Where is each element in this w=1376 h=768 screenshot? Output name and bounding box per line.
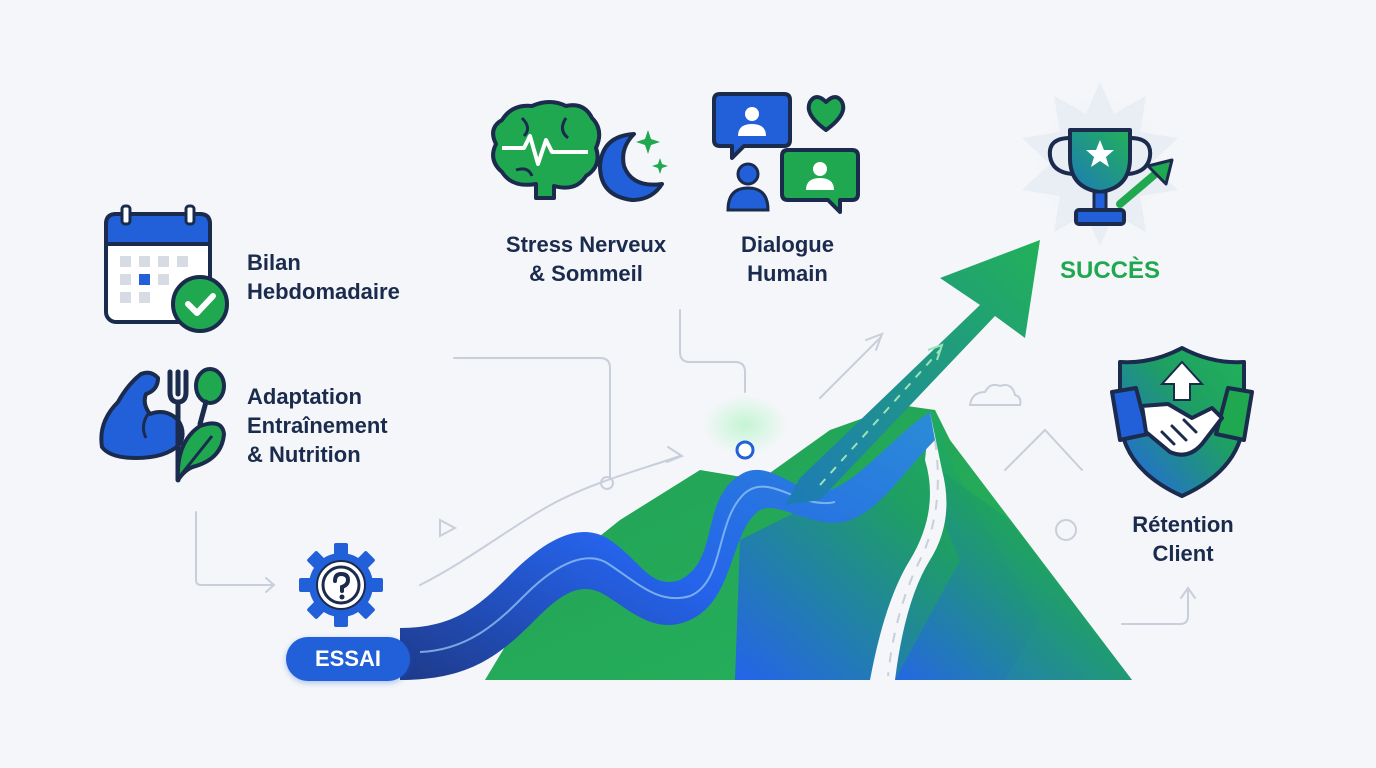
arrow-guide-dashes (819, 349, 941, 486)
brain-moon-icon (491, 100, 668, 202)
growth-arrow (785, 240, 1040, 505)
stage-label-dialogue: Dialogue Humain (741, 232, 834, 286)
calendar-check-icon (104, 204, 229, 333)
muscle-fork-leaf-icon (99, 367, 226, 483)
peak-marker (735, 440, 755, 460)
road-center-dash (887, 439, 939, 677)
road-guide-line (419, 485, 836, 653)
right-mountain (895, 470, 1132, 680)
stage-label-adaptation: Adaptation Entraînement & Nutrition (247, 384, 388, 467)
stage-label-retention: Rétention Client (1132, 512, 1234, 566)
arrow-guide-head (927, 343, 944, 361)
shield-handshake-icon (1110, 346, 1254, 498)
progress-road (400, 412, 935, 680)
mountain-road (870, 412, 947, 680)
stage-label-stress: Stress Nerveux & Sommeil (505, 232, 667, 286)
essai-badge: ESSAI (286, 637, 410, 681)
trophy-arrow-icon (1020, 82, 1180, 246)
stage-label-succes: SUCCÈS (1059, 257, 1161, 284)
peak-glow (703, 395, 787, 455)
connector-lines (195, 309, 1196, 625)
stage-label-bilan: Bilan Hebdomadaire (247, 250, 400, 304)
chat-heart-icon (712, 92, 860, 214)
gear-question-icon (299, 543, 383, 627)
